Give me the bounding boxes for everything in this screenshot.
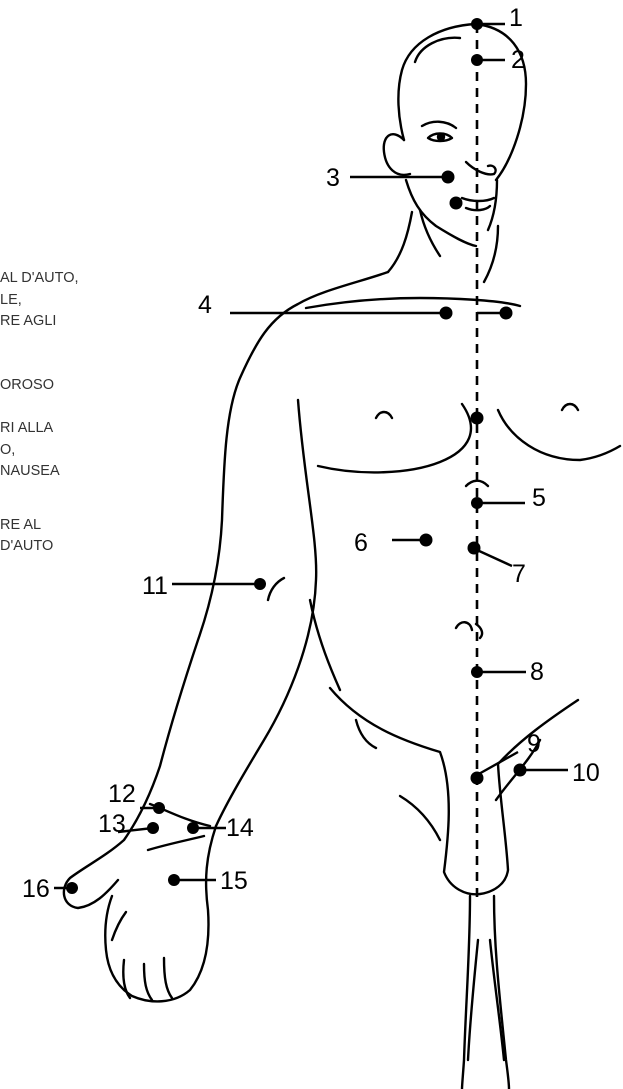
acupoint-dot bbox=[442, 171, 455, 184]
acupoint-dot bbox=[471, 54, 483, 66]
point-label-9: 9 bbox=[527, 730, 541, 758]
point-label-15: 15 bbox=[220, 867, 248, 895]
acupoint-dot bbox=[440, 307, 453, 320]
point-label-3: 3 bbox=[326, 164, 340, 192]
acupoint-dot bbox=[471, 772, 484, 785]
point-label-7: 7 bbox=[512, 560, 526, 588]
point-label-4: 4 bbox=[198, 291, 212, 319]
acupoint-dot bbox=[420, 534, 433, 547]
acupoint-dot bbox=[471, 497, 483, 509]
acupoint-dot bbox=[471, 412, 484, 425]
leader-lines bbox=[54, 24, 568, 888]
acupoint-dot bbox=[66, 882, 78, 894]
acupoint-dot bbox=[147, 822, 159, 834]
acupoint-dot bbox=[187, 822, 199, 834]
acupoint-dots bbox=[66, 18, 527, 894]
body-outline bbox=[64, 24, 620, 1089]
acupoint-dot bbox=[450, 197, 463, 210]
point-label-13: 13 bbox=[98, 810, 126, 838]
point-label-10: 10 bbox=[572, 759, 600, 787]
point-label-8: 8 bbox=[530, 658, 544, 686]
acupoint-dot bbox=[153, 802, 165, 814]
point-label-11: 11 bbox=[142, 572, 168, 600]
point-label-16: 16 bbox=[22, 875, 50, 903]
point-label-1: 1 bbox=[509, 4, 523, 32]
acupoint-dot bbox=[471, 666, 483, 678]
acupoint-dot bbox=[468, 542, 481, 555]
acupoint-dot bbox=[168, 874, 180, 886]
point-label-5: 5 bbox=[532, 484, 546, 512]
point-label-14: 14 bbox=[226, 814, 254, 842]
acupoint-dot bbox=[514, 764, 527, 777]
point-labels: 1 2 3 4 5 6 7 8 9 10 11 12 13 14 15 16 bbox=[22, 4, 600, 903]
acupoint-dot bbox=[471, 18, 483, 30]
point-label-2: 2 bbox=[511, 46, 525, 74]
point-label-6: 6 bbox=[354, 529, 368, 557]
acupoint-dot bbox=[254, 578, 266, 590]
point-label-12: 12 bbox=[108, 780, 136, 808]
acupoint-dot bbox=[500, 307, 513, 320]
